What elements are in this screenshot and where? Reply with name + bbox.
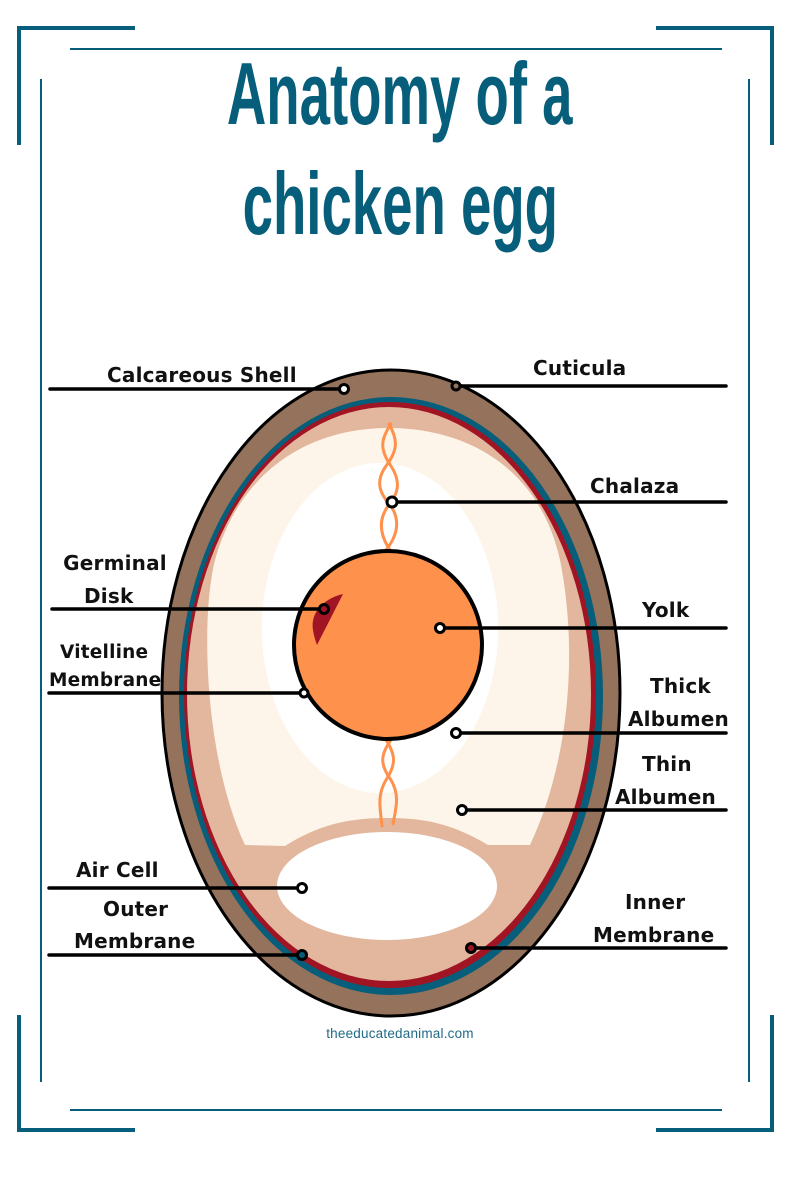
label-germinal-disk-line1: Germinal bbox=[63, 551, 167, 575]
frame-bottom-right-horizontal bbox=[656, 1128, 774, 1132]
label-inner-membrane-line1: Inner bbox=[625, 890, 686, 914]
page-title-line-2: chicken egg bbox=[0, 156, 800, 252]
frame-top-right-horizontal bbox=[656, 26, 774, 30]
anchor-chalaza bbox=[385, 495, 399, 509]
label-inner-membrane-line2: Membrane bbox=[593, 923, 715, 947]
label-vitelline-membrane-line1: Vitelline bbox=[60, 642, 149, 663]
label-chalaza: Chalaza bbox=[590, 474, 680, 498]
anchor-vitelline-membrane bbox=[298, 687, 310, 699]
frame-top-left-horizontal bbox=[17, 26, 135, 30]
frame-top-right-vertical bbox=[770, 26, 774, 145]
frame-inner-bottom-line bbox=[70, 1109, 722, 1111]
frame-inner-left-line bbox=[40, 79, 42, 1082]
frame-bottom-left-horizontal bbox=[17, 1128, 135, 1132]
anchor-calcareous-shell bbox=[338, 383, 350, 395]
label-thin-albumen-line2: Albumen bbox=[615, 785, 716, 809]
anchor-germinal-disk bbox=[318, 603, 330, 615]
label-yolk: Yolk bbox=[642, 598, 690, 622]
frame-inner-top-line bbox=[70, 48, 722, 50]
label-outer-membrane-line2: Membrane bbox=[74, 929, 196, 953]
frame-bottom-left-vertical bbox=[17, 1015, 21, 1132]
label-thick-albumen-line1: Thick bbox=[650, 674, 711, 698]
label-cuticula: Cuticula bbox=[533, 356, 627, 380]
frame-inner-right-line bbox=[748, 79, 750, 1082]
label-vitelline-membrane-line2: Membrane bbox=[49, 670, 162, 691]
page-title-text-1: Anatomy of a bbox=[227, 44, 573, 143]
website-credit: theeducatedanimal.com bbox=[326, 1026, 474, 1041]
anchor-air-cell bbox=[296, 882, 308, 894]
anchor-thin-albumen bbox=[456, 804, 468, 816]
frame-bottom-right-vertical bbox=[770, 1015, 774, 1132]
yolk bbox=[292, 549, 484, 741]
page-title-line-1: Anatomy of a bbox=[0, 46, 800, 142]
anchor-inner-membrane bbox=[465, 942, 477, 954]
air-cell bbox=[277, 832, 497, 940]
anchor-thick-albumen bbox=[450, 727, 462, 739]
chalaza-upper bbox=[378, 422, 399, 552]
label-thick-albumen-line2: Albumen bbox=[628, 707, 729, 731]
anchor-yolk bbox=[434, 622, 446, 634]
anchor-outer-membrane bbox=[296, 949, 308, 961]
label-germinal-disk-line2: Disk bbox=[84, 584, 134, 608]
label-air-cell: Air Cell bbox=[76, 858, 159, 882]
label-calcareous-shell: Calcareous Shell bbox=[107, 363, 297, 387]
anchor-cuticula bbox=[450, 380, 462, 392]
page-title-text-2: chicken egg bbox=[242, 154, 558, 253]
chalaza-lower bbox=[378, 738, 398, 828]
frame-top-left-vertical bbox=[17, 26, 21, 145]
label-outer-membrane-line1: Outer bbox=[103, 897, 169, 921]
label-thin-albumen-line1: Thin bbox=[642, 752, 692, 776]
